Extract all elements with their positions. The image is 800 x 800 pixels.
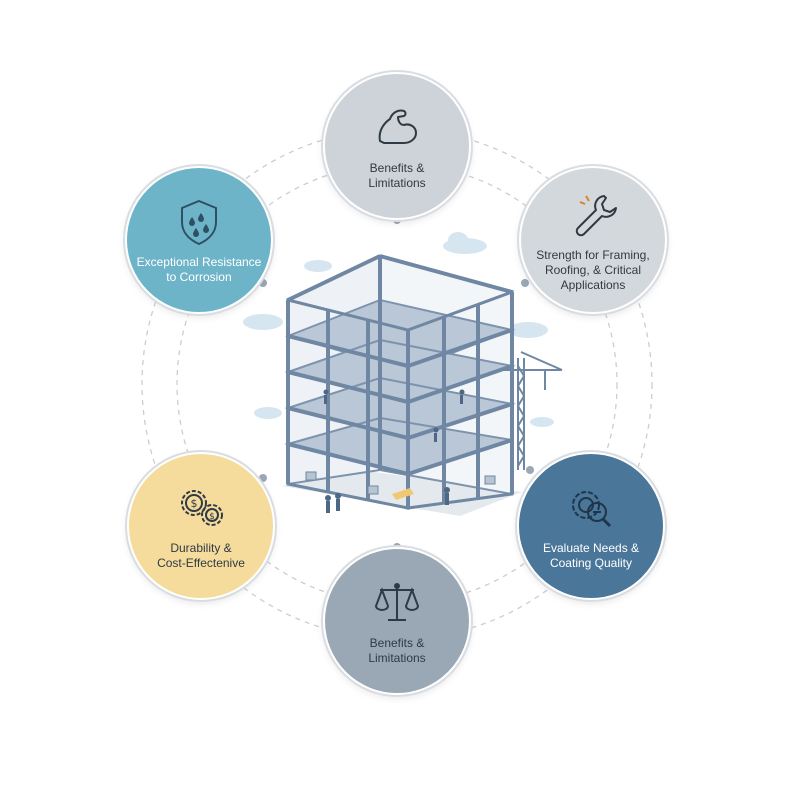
node-strength-framing: Strength for Framing, Roofing, & Critica… — [519, 166, 667, 314]
node-benefits-limitations-bottom: Benefits & Limitations — [323, 547, 471, 695]
node-label: Strength for Framing, Roofing, & Critica… — [536, 247, 650, 292]
balance-scale-icon — [374, 583, 420, 621]
gear-magnifier-icon — [572, 491, 612, 528]
flexed-arm-icon — [378, 109, 417, 144]
node-corrosion-resistance: Exceptional Resistance to Corrosion — [125, 166, 273, 314]
connector-dots — [259, 216, 534, 551]
node-label: Benefits & Limitations — [368, 161, 426, 190]
svg-text:$: $ — [191, 497, 198, 510]
node-label: Durability & Cost-Effectenive — [157, 541, 245, 570]
node-durability-cost: $ $ Durability & Cost-Effectenive — [127, 452, 275, 600]
node-label: Benefits & Limitations — [368, 636, 426, 665]
svg-text:$: $ — [209, 512, 215, 522]
node-benefits-limitations-top: Benefits & Limitations — [323, 72, 471, 220]
wrench-icon — [575, 194, 617, 236]
shield-droplets-icon — [181, 199, 217, 246]
steel-building-illustration — [243, 232, 563, 516]
node-label: Exceptional Resistance to Corrosion — [136, 255, 262, 284]
node-label: Evaluate Needs & Coating Quality — [542, 541, 640, 570]
dollar-gears-icon: $ $ — [181, 490, 223, 526]
node-evaluate-needs: Evaluate Needs & Coating Quality — [517, 452, 665, 600]
